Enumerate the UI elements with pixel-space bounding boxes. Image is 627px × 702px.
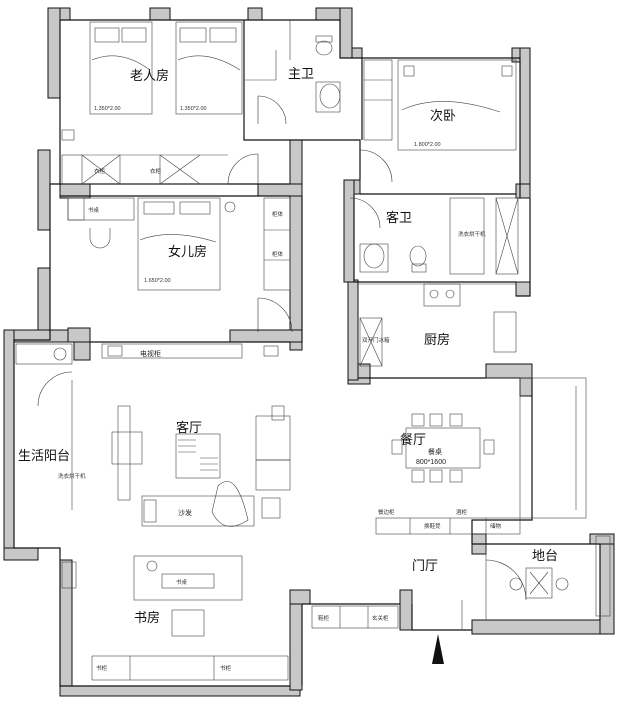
- room-label-master-bath: 主卫: [288, 66, 314, 81]
- bookshelf-label-left: 书柜: [96, 664, 108, 672]
- dining-area: [375, 413, 521, 535]
- cabinet-label-daughter-2: 柜体: [272, 250, 284, 258]
- daughter-room: [67, 197, 293, 333]
- desk-label-study: 书桌: [176, 578, 188, 586]
- second-bedroom: [359, 59, 517, 183]
- room-label-study: 书房: [134, 610, 160, 625]
- dining-table-name: 餐桌: [428, 447, 442, 456]
- wardrobe-label-left: 衣柜: [94, 167, 106, 175]
- wardrobe-label-right: 衣柜: [150, 167, 162, 175]
- storage-label: 储物: [490, 522, 502, 530]
- bed-size-daughter: 1.650*2.00: [144, 278, 171, 284]
- room-label-living: 客厅: [176, 420, 202, 435]
- terrace: [485, 544, 569, 620]
- tv-cabinet-label: 电视柜: [140, 349, 161, 358]
- shoe-cabinet-label: 鞋柜: [318, 614, 330, 622]
- cabinet-label-daughter-1: 柜体: [272, 210, 284, 218]
- shoe-stool-label: 换鞋凳: [424, 522, 441, 530]
- right-windows: [519, 377, 611, 617]
- wine-cabinet-label: 酒柜: [456, 508, 468, 516]
- elder-room: [61, 21, 259, 185]
- master-bath: [244, 20, 341, 125]
- desk-label-daughter: 书桌: [88, 206, 100, 214]
- room-label-foyer: 门厅: [412, 558, 438, 573]
- washer-label-guest-bath: 洗衣烘干机: [458, 230, 486, 238]
- room-label-daughter: 女儿房: [168, 244, 207, 259]
- bed-size-second: 1.800*2.00: [414, 142, 441, 148]
- study: [61, 555, 289, 681]
- bed-size-elder-left: 1.350*2.00: [94, 106, 121, 112]
- foyer-cabinet-label: 玄关柜: [372, 614, 389, 622]
- entrance-arrow-icon: [432, 634, 444, 664]
- room-label-second-bedroom: 次卧: [430, 108, 456, 123]
- room-label-guest-bath: 客卫: [386, 210, 412, 225]
- room-label-utility-balcony: 生活阳台: [18, 448, 70, 463]
- washer-label-balcony: 洗衣烘干机: [58, 472, 86, 480]
- room-label-kitchen: 厨房: [424, 332, 450, 347]
- living-room: [101, 343, 291, 527]
- kitchen: [358, 283, 517, 367]
- dining-table-size: 800*1600: [416, 459, 446, 466]
- bed-size-elder-right: 1.350*2.00: [180, 106, 207, 112]
- bookshelf-label-right: 书柜: [220, 664, 232, 672]
- room-label-dining: 餐厅: [400, 432, 426, 447]
- guest-bath: [349, 197, 519, 275]
- fridge-label: 双开门冰箱: [362, 336, 390, 344]
- room-label-terrace: 地台: [532, 548, 558, 563]
- utility-balcony: [15, 343, 73, 510]
- side-cabinet-label: 餐边柜: [378, 508, 395, 516]
- structural-walls: [3, 7, 615, 697]
- room-label-elder: 老人房: [130, 68, 169, 83]
- foyer: [311, 600, 463, 630]
- sofa-label: 沙发: [178, 508, 192, 517]
